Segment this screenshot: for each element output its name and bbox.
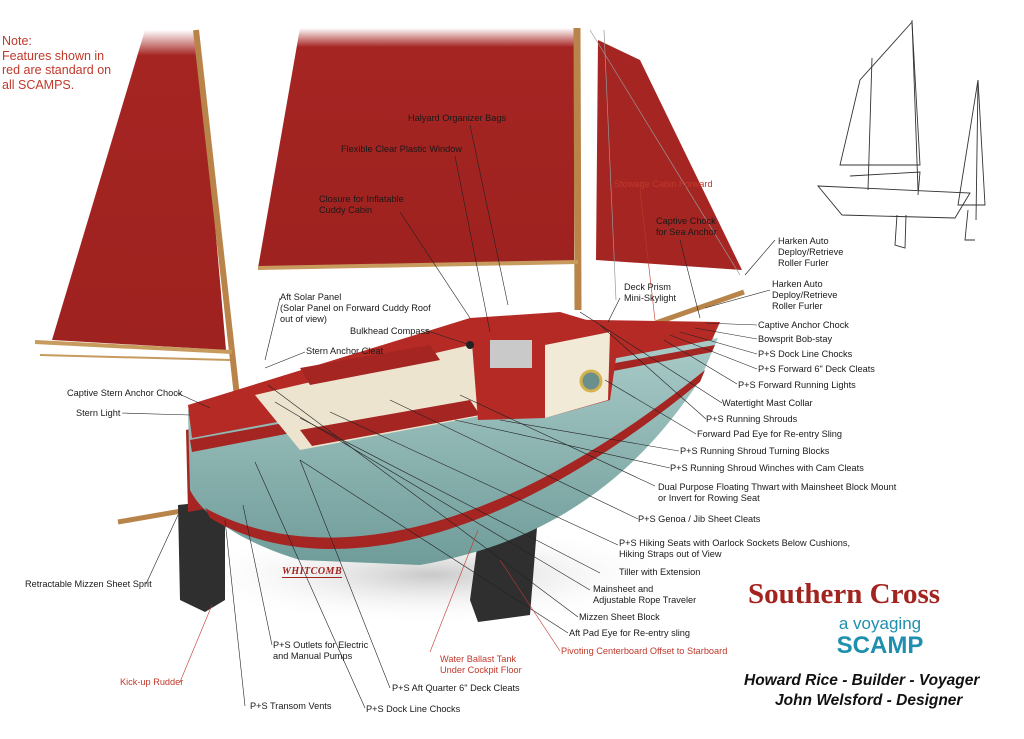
callout-shroud-winches: P+S Running Shroud Winches with Cam Clea… — [670, 463, 864, 473]
porthole — [579, 369, 603, 393]
callout-captive-anchor-chock: Captive Anchor Chock — [758, 320, 849, 330]
subtitle-voyaging: a voyaging — [838, 614, 922, 633]
callout-clear-window: Flexible Clear Plastic Window — [341, 144, 463, 154]
cuddy-front — [545, 332, 610, 418]
callout-mizzen-sprit: Retractable Mizzen Sheet Sprit — [25, 579, 152, 589]
rudder-shape — [178, 500, 225, 612]
callout-bulkhead-compass: Bulkhead Compass — [350, 326, 430, 336]
callout-running-shrouds: P+S Running Shrouds — [706, 414, 798, 424]
callout-fwd-deck-cleats: P+S Forward 6" Deck Cleats — [758, 364, 875, 374]
note-line-4: all SCAMPS. — [2, 77, 75, 92]
note-text: Note: Features shown in red are standard… — [2, 34, 122, 92]
callout-thwart: Dual Purpose Floating Thwart with Mainsh… — [658, 482, 897, 503]
builder-credit: Howard Rice - Builder - Voyager — [744, 672, 980, 689]
leader-lines — [121, 124, 776, 709]
clear-window-shape — [490, 340, 532, 368]
callout-aft-deck-cleats: P+S Aft Quarter 6" Deck Cleats — [392, 683, 520, 693]
callout-aft-solar: Aft Solar Panel(Solar Panel on Forward C… — [280, 292, 431, 324]
note-line-2: Features shown in — [2, 48, 105, 63]
callout-halyard-bags: Halyard Organizer Bags — [408, 113, 507, 123]
boat-name-title: Southern Cross — [748, 578, 941, 610]
mizzen-sail — [52, 30, 226, 350]
mizzen-boom — [34, 340, 233, 354]
callout-stern-light: Stern Light — [76, 408, 121, 418]
callout-transom-vents: P+S Transom Vents — [250, 701, 332, 711]
callout-dock-line-chocks-fwd: P+S Dock Line Chocks — [758, 349, 853, 359]
callout-shroud-blocks: P+S Running Shroud Turning Blocks — [680, 446, 830, 456]
profile-sketch — [817, 19, 986, 249]
callout-mizzen-block: Mizzen Sheet Block — [579, 612, 660, 622]
callout-jib-cleats: P+S Genoa / Jib Sheet Cleats — [638, 514, 761, 524]
callout-stowage-cabin: Stowage Cabin Forward — [614, 179, 713, 189]
mizzen-mast — [193, 29, 244, 433]
callout-fwd-pad-eye: Forward Pad Eye for Re-entry Sling — [697, 429, 843, 439]
note-line-1: Note: — [2, 34, 32, 48]
callout-captive-stern-chock: Captive Stern Anchor Chock — [67, 388, 183, 398]
stay-2 — [603, 29, 617, 301]
jib-sail — [596, 40, 742, 270]
callout-dock-line-chocks-aft: P+S Dock Line Chocks — [366, 704, 461, 714]
main-yard — [257, 260, 579, 270]
callout-tiller: Tiller with Extension — [619, 567, 701, 577]
callout-kickup-rudder: Kick-up Rudder — [120, 677, 184, 687]
hull-signature: WHITCOMB — [282, 566, 343, 578]
main-mast — [573, 27, 582, 311]
subtitle-scamp: SCAMP — [836, 632, 924, 659]
callout-fwd-running-lights: P+S Forward Running Lights — [738, 380, 856, 390]
callout-stern-anchor-cleat: Stern Anchor Cleat — [306, 346, 384, 356]
main-sail — [258, 28, 575, 268]
bowsprit — [649, 289, 745, 328]
cockpit-seat — [300, 345, 440, 385]
cockpit-seat-2 — [300, 400, 480, 446]
stay — [589, 29, 741, 276]
callout-bowsprit-bobstay: Bowsprit Bob-stay — [758, 334, 833, 344]
callout-centerboard: Pivoting Centerboard Offset to Starboard — [561, 646, 728, 656]
designer-credit: John Welsford - Designer — [775, 692, 963, 709]
callout-mast-collar: Watertight Mast Collar — [722, 398, 813, 408]
mizzen-sprit — [39, 354, 231, 361]
callout-aft-pad-eye: Aft Pad Eye for Re-entry sling — [569, 628, 691, 638]
callout-hiking-seats: P+S Hiking Seats with Oarlock Sockets Be… — [619, 538, 851, 559]
note-line-3: red are standard on — [2, 63, 112, 77]
hull-boot-stripe — [205, 370, 705, 550]
